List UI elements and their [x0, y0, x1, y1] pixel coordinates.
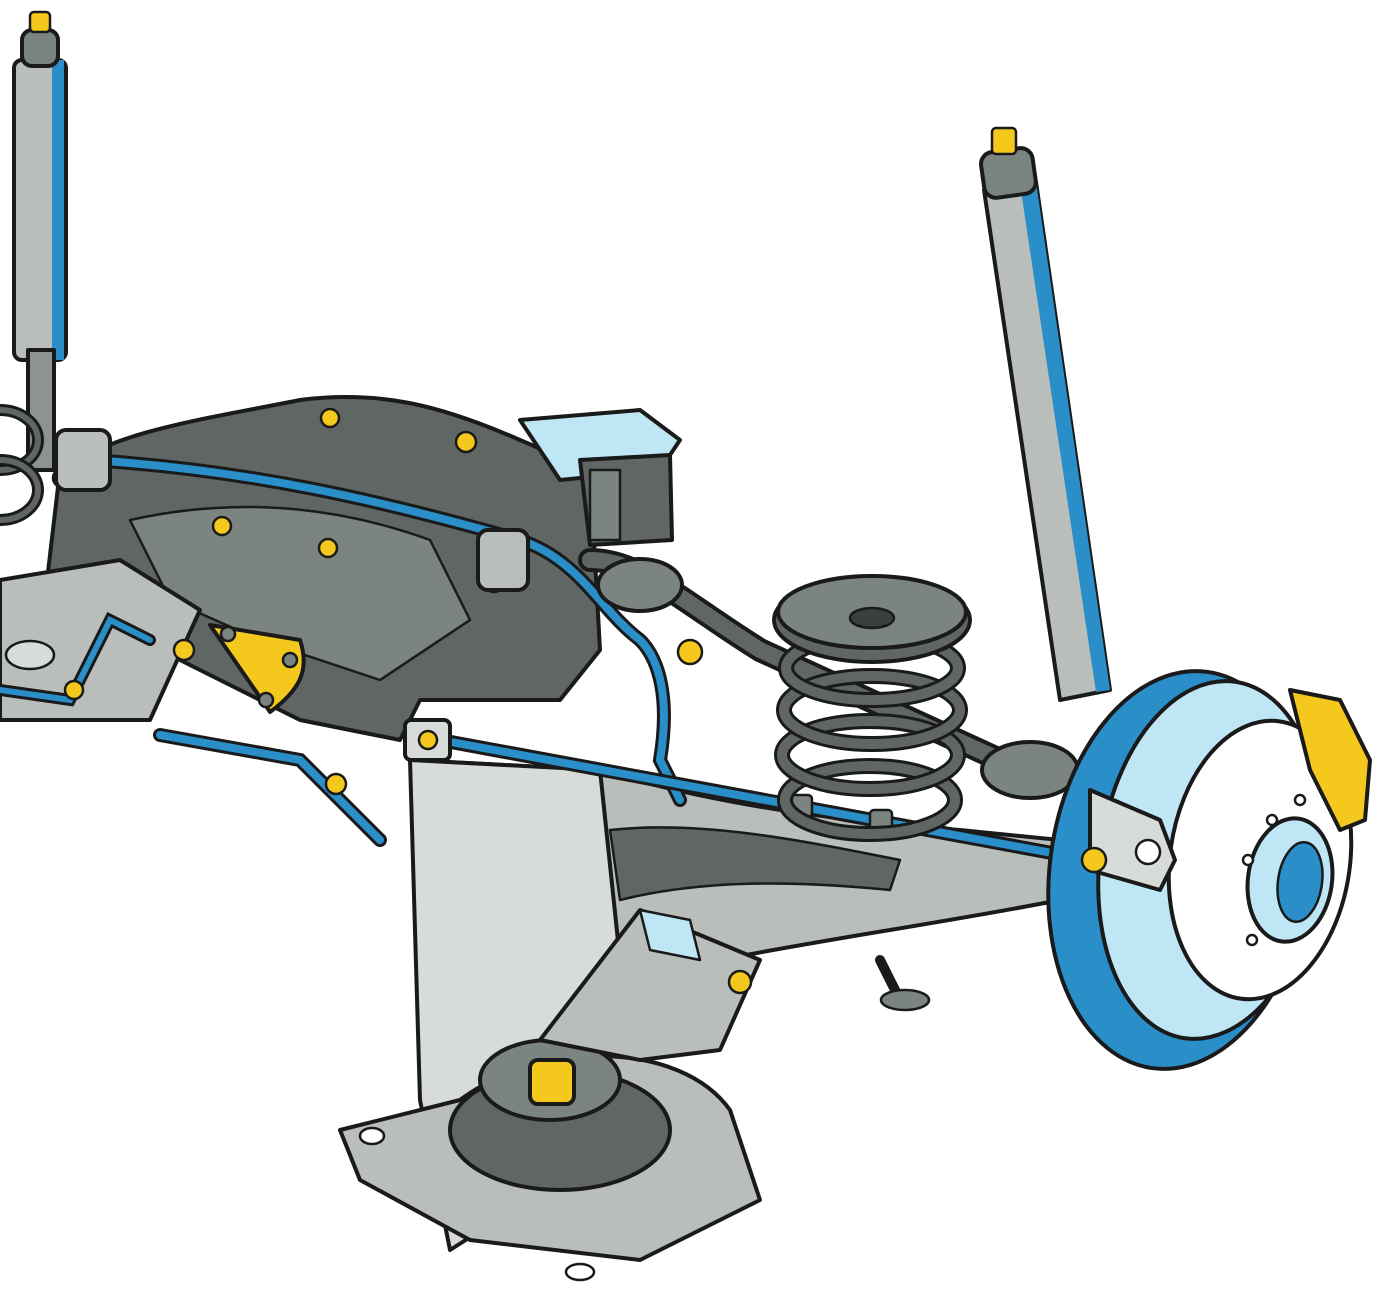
bar-mount-icon [54, 428, 530, 592]
drive-shaft-icon [578, 548, 1080, 800]
brake-disc-icon [1046, 669, 1354, 1071]
lower-link-icon [875, 955, 931, 1012]
three-hole-bracket-icon [208, 623, 306, 714]
caliper-icon [1288, 688, 1372, 832]
left-coil-spring-icon [0, 404, 44, 526]
right-shock-absorber-icon [979, 126, 1112, 702]
housing-box-icon [518, 408, 682, 547]
bushing-mount-icon [338, 1038, 762, 1282]
toe-link-rod-icon [403, 718, 1097, 867]
coil-spring-icon [772, 574, 972, 842]
left-shock-absorber-icon [12, 10, 68, 472]
arm-bracket-icon [538, 908, 762, 1062]
hub-carrier-icon [1080, 788, 1177, 892]
